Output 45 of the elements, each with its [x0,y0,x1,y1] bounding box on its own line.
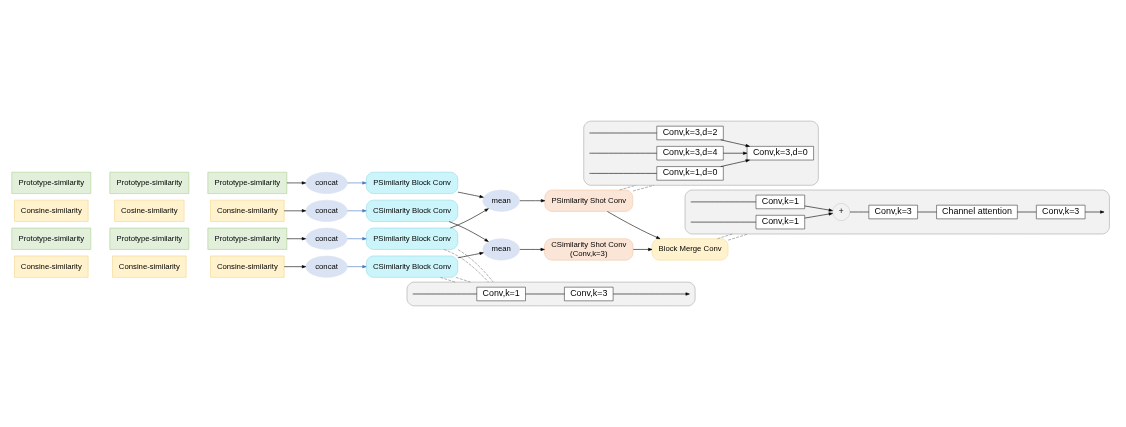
arrow [607,211,661,239]
connector [457,249,494,283]
arrow [457,251,484,259]
arrow [347,237,367,241]
arrow [613,292,690,296]
node-box: Conv,k=3 [868,204,918,220]
arrow [450,208,489,229]
node-box: Conv,k=3 [1036,204,1086,220]
node-box: Conv,k=1 [755,215,805,230]
connector [619,185,637,191]
cluster [406,281,696,307]
arrow [286,181,306,185]
node-box: Conv,k=3,d=4 [656,146,724,161]
arrow [804,205,833,212]
connector [455,277,471,283]
cluster [684,189,1110,235]
arrow [632,247,653,251]
node-box: Conv,k=3 [564,286,614,302]
node-box: Conv,k=1 [476,286,526,302]
arrow [457,191,484,199]
node-box: Channel attention [936,204,1018,220]
arrow [519,247,545,251]
arrow [720,139,750,148]
arrow [1084,210,1105,214]
connector [632,185,655,192]
arrow [804,212,833,219]
arrow [448,221,489,242]
node-box: Conv,k=1 [755,194,805,210]
arrow [347,209,367,213]
cluster [583,120,819,186]
arrow [720,159,750,167]
arrow [347,181,367,185]
connector [717,233,733,239]
node-box: Conv,k=3,d=2 [656,125,724,141]
arrow [286,237,306,241]
arrow [347,265,367,269]
node-box: Conv,k=1,d=0 [656,166,724,181]
node-circle: + [832,203,851,221]
arrow [519,199,546,203]
arrow [283,209,307,213]
connector [440,277,456,283]
arrow [723,151,748,155]
connector [443,249,489,283]
connector [727,233,749,241]
arrow [283,265,307,269]
